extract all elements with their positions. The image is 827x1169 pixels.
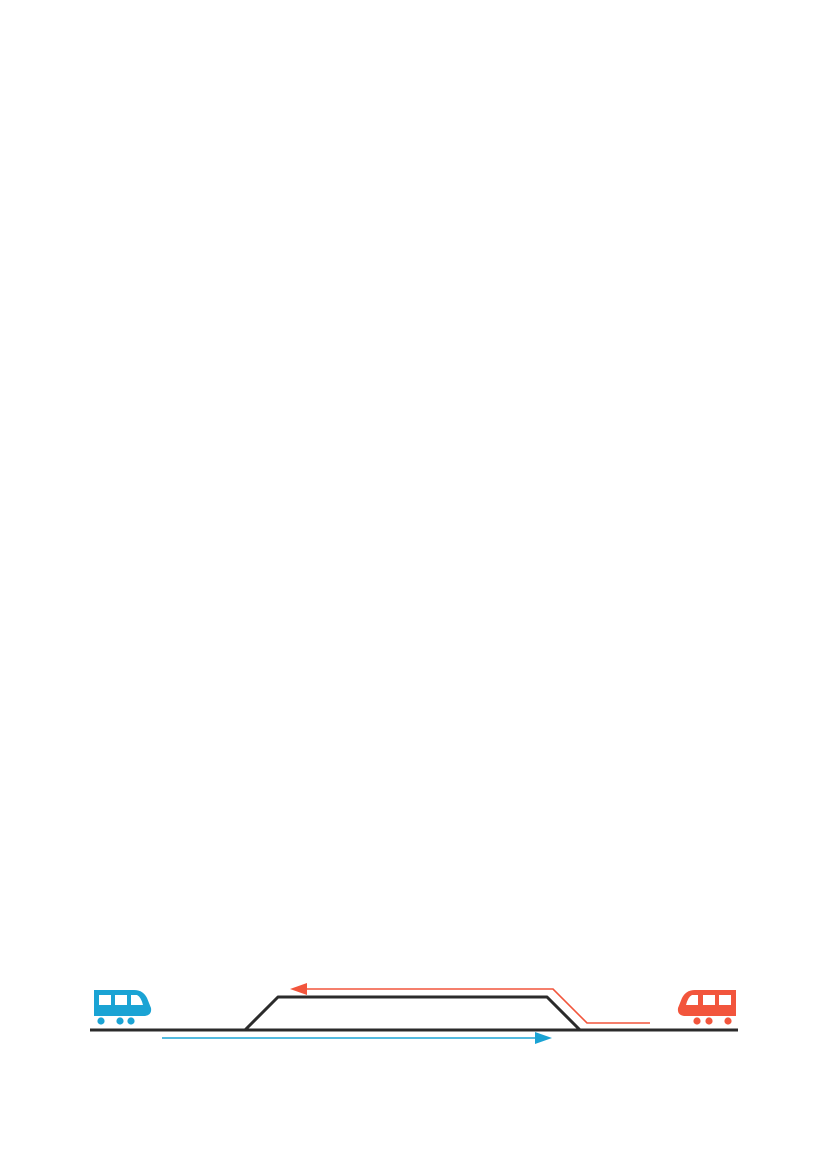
route-arrow-right-train <box>290 983 650 1024</box>
arrowhead-right-icon <box>535 1032 552 1044</box>
arrowhead-left-icon <box>290 983 307 995</box>
passing-loop-track <box>243 995 582 1032</box>
route-arrow-left-train <box>162 1032 552 1044</box>
train-icon-right <box>677 990 736 1025</box>
train-icon-left <box>94 990 152 1025</box>
